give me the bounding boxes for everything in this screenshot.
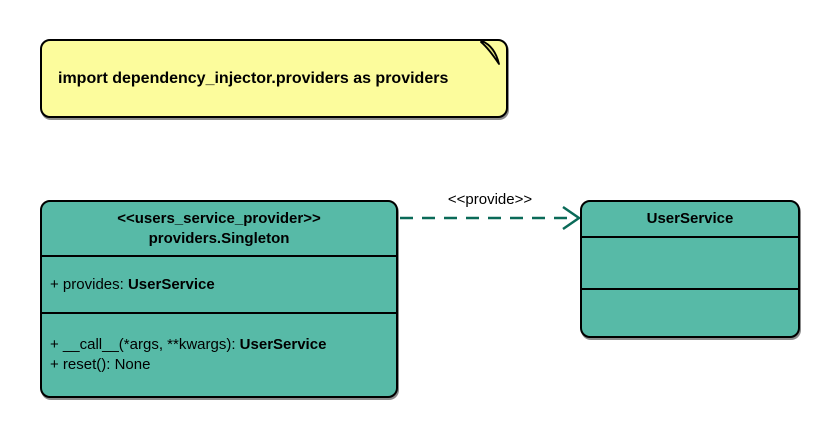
method-return-type: UserService [239, 336, 327, 353]
class-userservice-attributes [582, 236, 798, 288]
class-title: UserService [646, 210, 734, 227]
attribute-provides: + provides: UserService [50, 275, 396, 295]
note-fold-icon [480, 40, 500, 65]
provide-relation-label: <<provide>> [447, 191, 533, 208]
method-text: + __call__(*args, **kwargs): [50, 336, 240, 353]
class-userservice-methods [582, 288, 798, 336]
method-reset: + reset(): None [50, 355, 396, 375]
class-providers-singleton: <<users_service_provider>> providers.Sin… [40, 200, 398, 398]
class-userservice: UserService [580, 200, 800, 338]
attribute-text: + provides: [50, 275, 128, 293]
class-providers-singleton-attributes: + provides: UserService [42, 255, 396, 312]
attribute-type: UserService [127, 275, 215, 293]
class-providers-singleton-header: <<users_service_provider>> providers.Sin… [42, 202, 396, 255]
class-userservice-header: UserService [582, 202, 798, 236]
class-title: providers.Singleton [148, 229, 290, 247]
class-providers-singleton-methods: + __call__(*args, **kwargs): UserService… [42, 312, 396, 396]
method-text: + reset(): None [50, 356, 151, 373]
method-call: + __call__(*args, **kwargs): UserService [50, 335, 396, 355]
class-stereotype: <<users_service_provider>> [117, 209, 321, 227]
provide-arrow [400, 205, 581, 231]
import-note-text: import dependency_injector.providers as … [58, 69, 449, 87]
import-note: import dependency_injector.providers as … [40, 39, 508, 118]
